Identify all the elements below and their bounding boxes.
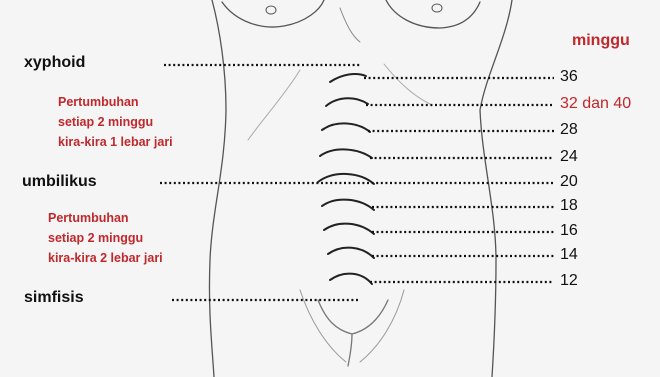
upper-note-line-3: kira-kira 1 lebar jari (58, 132, 173, 152)
fundus-arc-14 (328, 248, 374, 258)
week-label-14: 14 (560, 246, 578, 264)
upper-note-line-1: Pertumbuhan (58, 92, 173, 112)
umbilikus-label: umbilikus (22, 173, 97, 191)
upper-growth-note: Pertumbuhan setiap 2 minggu kira-kira 1 … (58, 92, 173, 152)
lower-note-line-2: setiap 2 minggu (48, 228, 163, 248)
torso-left-edge (209, 0, 226, 377)
weeks-column-header: minggu (572, 32, 630, 50)
fundus-arc-24 (320, 149, 372, 158)
lower-abdomen-contour (318, 300, 388, 334)
pubic-line (348, 334, 352, 366)
week-label-24: 24 (560, 148, 578, 166)
right-nipple (432, 4, 442, 12)
lower-note-line-1: Pertumbuhan (48, 208, 163, 228)
simfisis-label: simfisis (24, 289, 84, 307)
fundus-arc-28 (322, 123, 370, 132)
left-nipple (266, 6, 276, 14)
fundus-arc-12 (330, 274, 372, 284)
fundus-arc-36 (330, 74, 366, 82)
week-label-12: 12 (560, 272, 578, 290)
xyphoid-label: xyphoid (24, 54, 85, 72)
torso-right-edge (480, 0, 512, 377)
chest-midline (340, 8, 360, 42)
right-thigh-crease (360, 290, 404, 362)
right-breast (386, 0, 480, 28)
week-label-16: 16 (560, 222, 578, 240)
fundus-arc-16 (324, 224, 374, 234)
lower-growth-note: Pertumbuhan setiap 2 minggu kira-kira 2 … (48, 208, 163, 268)
fundus-arc-32-40 (326, 98, 368, 106)
fundus-arc-18 (322, 200, 374, 210)
left-rib-contour (248, 70, 300, 140)
fundal-height-arcs (318, 74, 374, 284)
lower-note-line-3: kira-kira 2 lebar jari (48, 248, 163, 268)
week-label-36: 36 (560, 68, 578, 86)
week-label-18: 18 (560, 197, 578, 215)
right-rib-contour (384, 64, 430, 104)
week-label-20: 20 (560, 173, 578, 191)
week-label-32-40: 32 dan 40 (560, 95, 631, 113)
upper-note-line-2: setiap 2 minggu (58, 112, 173, 132)
week-label-28: 28 (560, 121, 578, 139)
